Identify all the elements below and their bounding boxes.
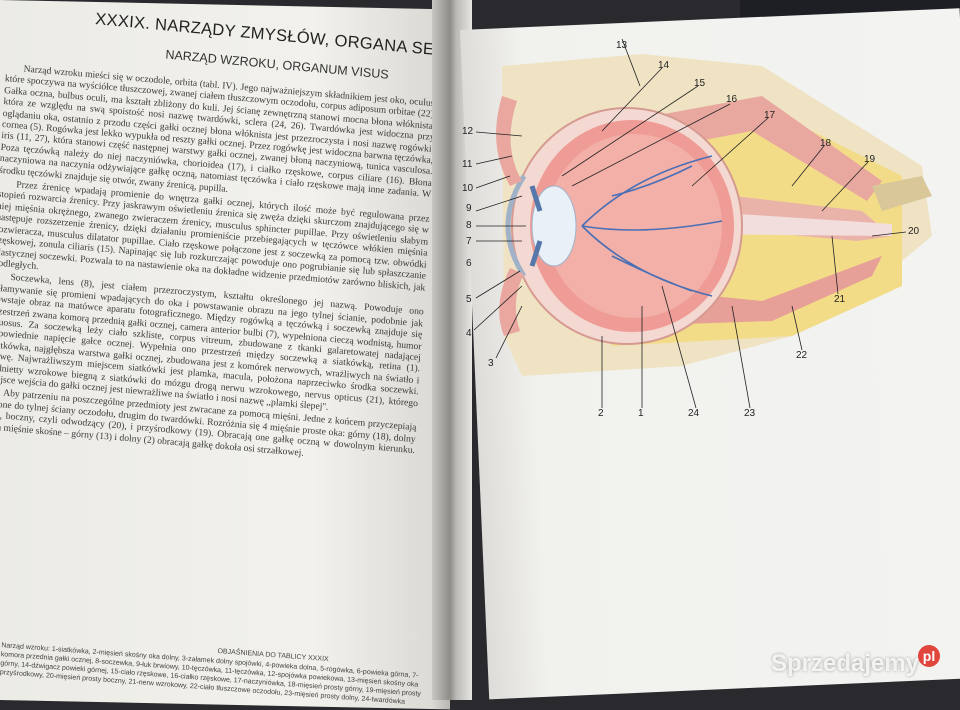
callout-19: 19 bbox=[864, 154, 876, 165]
callout-6: 6 bbox=[466, 258, 472, 269]
callout-12: 12 bbox=[462, 126, 474, 137]
callout-9: 9 bbox=[466, 203, 472, 214]
callout-1: 1 bbox=[638, 408, 644, 419]
bone-stub bbox=[872, 176, 932, 211]
callout-11: 11 bbox=[462, 159, 473, 170]
body-text: Narząd wzroku mieści się w oczodole, orb… bbox=[0, 62, 437, 470]
callout-5: 5 bbox=[466, 294, 472, 305]
callout-14: 14 bbox=[658, 60, 670, 71]
callout-2: 2 bbox=[598, 408, 604, 419]
left-page: XXXIX. NARZĄDY ZMYSŁÓW, ORGANA SENSUUM N… bbox=[0, 0, 497, 710]
callout-7: 7 bbox=[466, 236, 472, 247]
retina-vessels bbox=[581, 155, 723, 297]
iris bbox=[529, 185, 543, 267]
lens bbox=[531, 185, 577, 267]
watermark-text: Sprzedajemy bbox=[771, 650, 920, 677]
callout-18: 18 bbox=[820, 138, 832, 149]
callout-10: 10 bbox=[462, 183, 474, 194]
callout-17: 17 bbox=[764, 110, 776, 121]
callout-16: 16 bbox=[726, 94, 738, 105]
callout-24: 24 bbox=[688, 408, 700, 419]
callout-23: 23 bbox=[744, 408, 756, 419]
lower-eyelid bbox=[499, 268, 524, 336]
callout-3: 3 bbox=[488, 358, 494, 369]
callout-20: 20 bbox=[908, 226, 920, 237]
callout-15: 15 bbox=[694, 78, 706, 89]
upper-eyelid bbox=[496, 96, 522, 186]
vitreous-body bbox=[546, 134, 722, 318]
plate-legend: OBJAŚNIENIA DO TABLICY XXXIX Narząd wzro… bbox=[0, 632, 439, 709]
watermark-badge-icon: pl bbox=[918, 645, 940, 667]
callout-21: 21 bbox=[834, 294, 846, 305]
callout-22: 22 bbox=[796, 350, 808, 361]
callout-8: 8 bbox=[466, 220, 472, 231]
callout-4: 4 bbox=[466, 328, 472, 339]
callout-13: 13 bbox=[616, 40, 628, 51]
eye-anatomy-illustration: 13 14 15 16 17 18 19 20 21 22 23 24 1 2 … bbox=[462, 38, 932, 419]
